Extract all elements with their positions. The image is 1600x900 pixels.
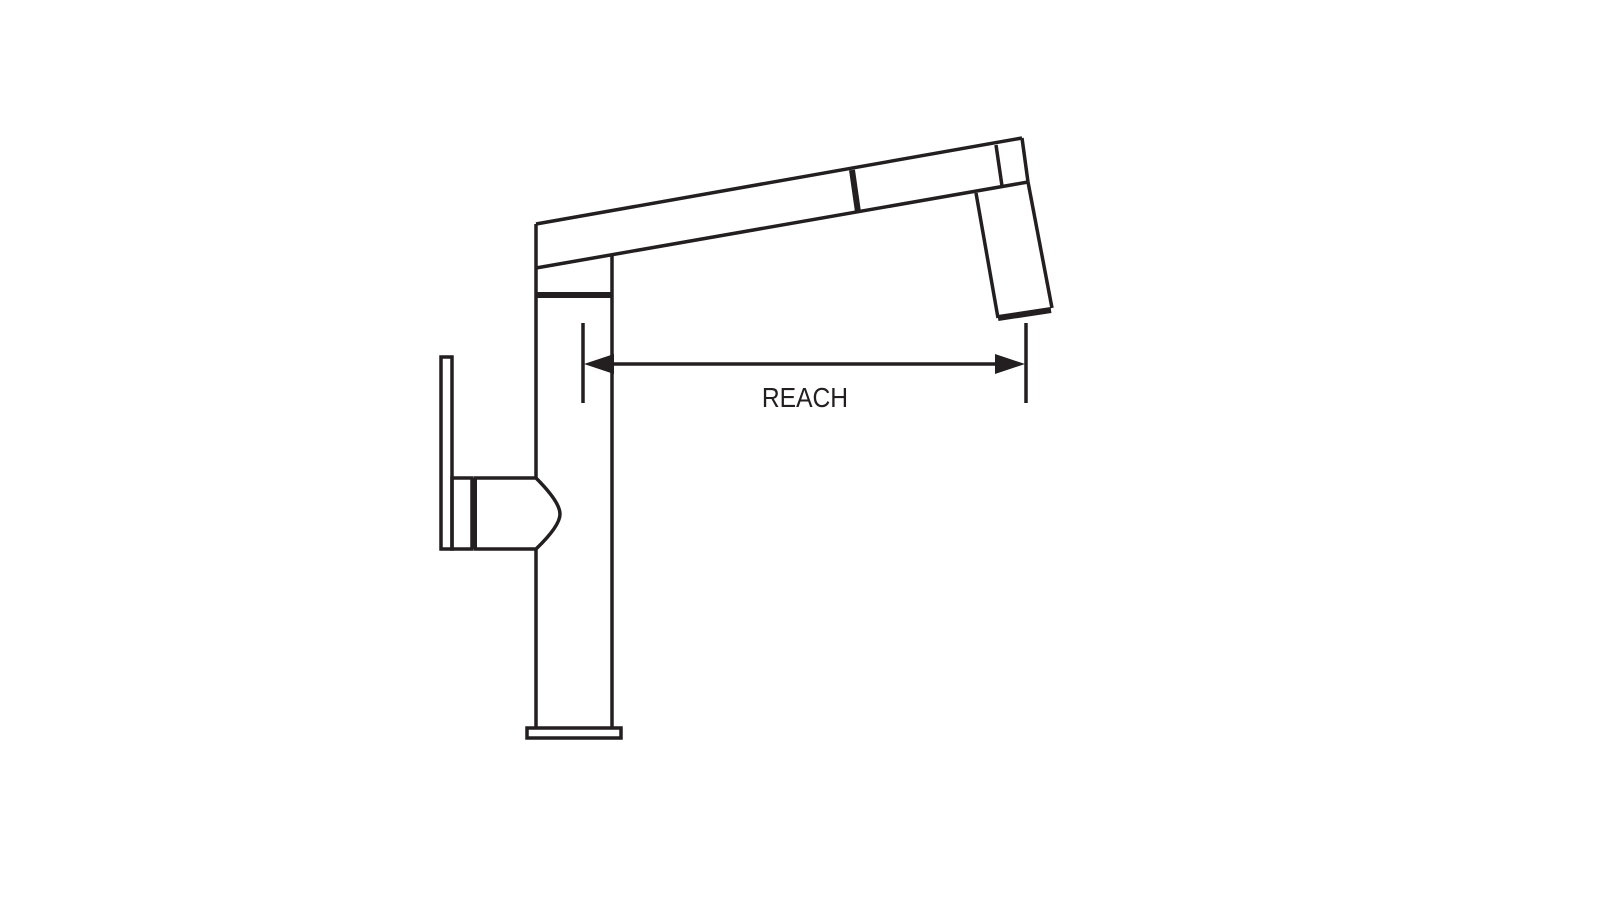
handle-lever [439, 355, 454, 551]
spout-joint [849, 169, 861, 213]
arrowhead-left-icon [584, 354, 614, 374]
handle-hub [474, 476, 562, 551]
spout-end [1020, 137, 1030, 183]
reach-label: REACH [762, 382, 848, 414]
faucet-drawing [439, 136, 1054, 740]
spray-head-right [1026, 181, 1054, 309]
base-plate [525, 726, 623, 740]
spout-top-edge [535, 136, 1023, 226]
reach-dimension: REACH [581, 323, 1028, 414]
spray-head [974, 181, 1054, 321]
spray-head-left [974, 192, 1000, 319]
handle-connector [450, 476, 474, 551]
spout-head-joint [994, 144, 1004, 187]
spray-head-outlet [997, 307, 1052, 321]
spout [535, 136, 1030, 270]
spout-bottom-edge [535, 180, 1029, 270]
arrowhead-right-icon [995, 354, 1025, 374]
handle [439, 355, 562, 551]
